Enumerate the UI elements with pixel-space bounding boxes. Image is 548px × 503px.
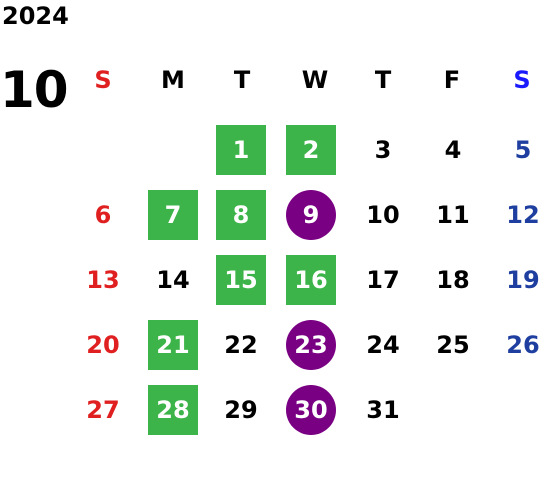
calendar-month: 10 [0,61,69,119]
day-cell-20[interactable]: 20 [86,331,120,359]
day-cell-10[interactable]: 10 [366,201,400,229]
day-cell-13[interactable]: 13 [86,266,120,294]
day-cell-30[interactable]: 30 [286,385,336,435]
day-cell-8[interactable]: 8 [216,190,266,240]
weekday-sat: S [513,66,531,94]
day-cell-11[interactable]: 11 [436,201,470,229]
calendar-year: 2024 [2,2,69,30]
day-cell-22[interactable]: 22 [224,331,258,359]
weekday-tue: T [233,66,251,94]
day-cell-29[interactable]: 29 [224,396,258,424]
day-cell-27[interactable]: 27 [86,396,120,424]
weekday-mon: M [161,66,185,94]
day-cell-23[interactable]: 23 [286,320,336,370]
day-cell-25[interactable]: 25 [436,331,470,359]
day-cell-9[interactable]: 9 [286,190,336,240]
weekday-sun: S [94,66,112,94]
day-cell-28[interactable]: 28 [148,385,198,435]
day-cell-2[interactable]: 2 [286,125,336,175]
weekday-header: S M T W T F S [68,62,548,98]
day-cell-31[interactable]: 31 [366,396,400,424]
day-cell-16[interactable]: 16 [286,255,336,305]
day-cell-3[interactable]: 3 [374,136,392,164]
day-cell-24[interactable]: 24 [366,331,400,359]
weekday-thu: T [374,66,392,94]
day-cell-7[interactable]: 7 [148,190,198,240]
day-cell-5[interactable]: 5 [514,136,532,164]
day-cell-1[interactable]: 1 [216,125,266,175]
day-cell-15[interactable]: 15 [216,255,266,305]
day-cell-19[interactable]: 19 [506,266,540,294]
day-cell-26[interactable]: 26 [506,331,540,359]
day-cell-4[interactable]: 4 [444,136,462,164]
weekday-fri: F [443,66,461,94]
weekday-wed: W [301,66,329,94]
day-cell-18[interactable]: 18 [436,266,470,294]
day-cell-14[interactable]: 14 [156,266,190,294]
day-cell-21[interactable]: 21 [148,320,198,370]
day-cell-12[interactable]: 12 [506,201,540,229]
day-cell-6[interactable]: 6 [94,201,112,229]
day-cell-17[interactable]: 17 [366,266,400,294]
